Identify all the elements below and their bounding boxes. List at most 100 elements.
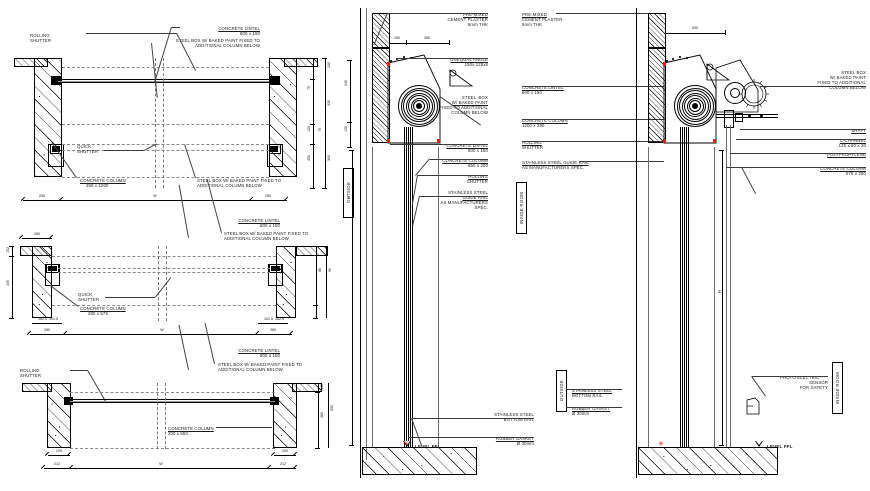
label-concrete-column: CONCRETE COLUMN bbox=[80, 178, 126, 183]
rolling-shutter-slat bbox=[58, 80, 273, 82]
dimension-tick bbox=[665, 30, 666, 35]
leader-line bbox=[420, 196, 488, 197]
shutter-drum-shaft bbox=[692, 103, 698, 109]
shaft-circle bbox=[724, 82, 746, 104]
label-rubber-gasket-size: Ø 30mm bbox=[516, 441, 534, 446]
label-photo-sensor-l3: FOR SAFETY bbox=[799, 385, 828, 390]
break-line bbox=[158, 246, 159, 321]
label-inside-room: INSIDE ROOM bbox=[519, 191, 524, 225]
label-unequal-angle: UNEQUAL ANGLE bbox=[450, 57, 488, 62]
dimension-line bbox=[258, 323, 288, 324]
label-concrete-lintel: CONCRETE LINTEL bbox=[238, 218, 280, 223]
shutter-drum-coil bbox=[405, 92, 433, 120]
label-concrete-column-r: CONCRETE COLUMN bbox=[522, 118, 568, 123]
dimension-tick bbox=[719, 445, 724, 446]
label-concrete-lintel: CONCRETE LINTEL bbox=[238, 348, 280, 353]
seal-mark bbox=[713, 139, 716, 143]
dimension-tick bbox=[310, 79, 315, 80]
dimension-jamb-right: 101.5 152.5 bbox=[264, 317, 284, 321]
leader-line bbox=[556, 13, 664, 14]
sprocket-icon bbox=[739, 79, 769, 109]
rolling-shutter-slat bbox=[70, 402, 275, 404]
rolling-shutter-slat bbox=[70, 399, 275, 401]
leader-line bbox=[408, 437, 534, 438]
fixing-dot bbox=[760, 114, 763, 117]
dimension-span: W bbox=[159, 462, 163, 466]
dimension-tick bbox=[315, 392, 320, 393]
label-inside-room-bottom: INSIDE ROOM bbox=[835, 371, 840, 405]
label-rolling-shutter-r-l2: SHUTTER bbox=[522, 145, 544, 150]
dimension-v4: 90 bbox=[328, 268, 332, 272]
gasket-mark-icon: ✳ bbox=[403, 441, 409, 448]
dimension-tick bbox=[315, 448, 320, 449]
dimension-top-width: 280 bbox=[34, 232, 40, 236]
dimension-v3: 435 bbox=[327, 100, 331, 106]
leader-line bbox=[396, 58, 488, 59]
label-guide-rail-l2: GUIDE RAIL bbox=[462, 195, 488, 200]
label-concrete-column-size: 280 x 575 bbox=[88, 311, 108, 316]
grid-line bbox=[62, 144, 269, 145]
dimension-v2: 75 bbox=[307, 86, 311, 90]
label-steel-box: STEEL BOX W/ BAKED PAINT FIXED TO ADDITI… bbox=[224, 231, 309, 242]
dimension-line bbox=[23, 200, 287, 201]
fixing-dot bbox=[666, 60, 668, 62]
grid-line bbox=[58, 268, 270, 269]
dimension-jamb-left: 152.5 101.5 bbox=[38, 317, 58, 321]
label-steel-box-r-l4: COLUMN BELOW bbox=[829, 85, 866, 90]
shutter-curtain bbox=[682, 127, 683, 447]
shutter-curtain bbox=[404, 127, 405, 447]
dimension-line bbox=[326, 246, 327, 318]
label-cement-plaster-r-l3: 6mm THK bbox=[522, 22, 543, 27]
leader-line bbox=[736, 139, 866, 140]
label-shaft: SHAFT bbox=[851, 128, 866, 133]
label-guide-rail-l3: AS MANUFACTURERS bbox=[440, 200, 488, 205]
dimension-d1: 150 bbox=[394, 36, 400, 40]
wall-hatch-upper bbox=[648, 13, 666, 48]
label-concrete-lintel-size: 800 x 150 bbox=[240, 31, 260, 36]
dimension-tick bbox=[9, 256, 14, 257]
fixing-dot bbox=[679, 56, 681, 58]
shutter-drum-coil bbox=[679, 90, 711, 122]
label-cement-plaster-l2: CEMENT PLASTER bbox=[447, 17, 488, 22]
label-cement-plaster-head: PRE-MIXED bbox=[463, 12, 488, 17]
concrete-column-right bbox=[273, 383, 297, 448]
dimension-right-overall: 212 bbox=[280, 462, 286, 466]
label-unequal-angle-size: 150x 125x8 bbox=[464, 62, 488, 67]
leader-line bbox=[522, 141, 664, 142]
floor-slab bbox=[362, 447, 477, 475]
dimension-line bbox=[32, 323, 62, 324]
label-outside-bottom: OUTSIDE bbox=[559, 380, 564, 402]
quick-shutter-fill-right bbox=[270, 146, 278, 152]
dimension-v5: 75 bbox=[318, 128, 322, 132]
label-steel-box-r-l3: FIXED TO ADDITIONAL bbox=[817, 80, 866, 85]
dimension-v7: 300 bbox=[327, 155, 331, 161]
grid-line bbox=[70, 392, 275, 393]
label-polypropylene: POLYPROPYLENE bbox=[827, 152, 866, 157]
mechanism-line bbox=[716, 117, 778, 118]
grid-line bbox=[62, 177, 269, 178]
dimension-v2: 125 bbox=[344, 126, 348, 132]
wall-hatch bbox=[296, 246, 328, 256]
leader-line bbox=[522, 119, 664, 120]
shutter-box-outline bbox=[663, 54, 717, 144]
break-line bbox=[166, 246, 167, 321]
dimension-line bbox=[30, 334, 292, 335]
dimension-tick bbox=[69, 464, 77, 472]
leader-line bbox=[86, 33, 177, 34]
dimension-right-width: 250 bbox=[265, 194, 271, 198]
leader-line bbox=[751, 376, 766, 397]
slab-edge bbox=[638, 447, 639, 475]
label-concrete-lintel-size: 800 x 150 bbox=[468, 148, 488, 153]
dimension-right-jamb: 200 bbox=[282, 449, 288, 453]
dimension-line bbox=[325, 58, 326, 188]
dimension-tick bbox=[310, 188, 315, 189]
label-concrete-lintel: CONCRETE LINTEL bbox=[218, 26, 260, 31]
dimension-left-overall: 212 bbox=[54, 462, 60, 466]
dimension-tick bbox=[347, 122, 352, 123]
dimension-tick bbox=[313, 318, 318, 319]
dimension-line bbox=[350, 60, 351, 148]
grid-line bbox=[58, 272, 270, 273]
shutter-curtain bbox=[680, 127, 681, 447]
label-steel-box-l1: STEEL BOX bbox=[461, 95, 488, 100]
fixing-dot bbox=[686, 57, 688, 59]
